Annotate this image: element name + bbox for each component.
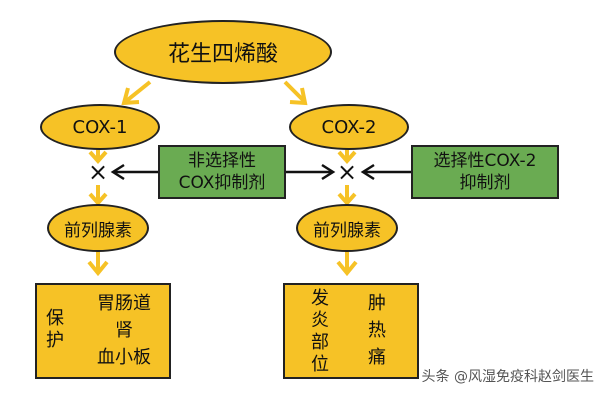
inflammation-label-char-1: 发	[311, 288, 329, 309]
inflammation-item-swelling: 肿	[368, 293, 386, 314]
nonselective-inhibitor-line-2: COX抑制剂	[178, 173, 266, 193]
inflammation-label-char-2: 炎	[311, 310, 329, 331]
inflammation-label-char-4: 位	[311, 354, 329, 375]
node-cox2: COX-2	[289, 104, 409, 150]
box-protection	[35, 283, 171, 379]
selective-inhibitor-line-2: 抑制剂	[459, 173, 511, 193]
inflammation-label-char-3: 部	[311, 332, 329, 353]
block-mark-left: ×	[87, 158, 109, 186]
inflammation-label: 发 炎 部 位	[309, 288, 331, 376]
protection-label-char-1: 保	[46, 308, 64, 329]
prostaglandin-left-label: 前列腺素	[64, 220, 132, 241]
protection-label: 保 护	[44, 308, 66, 352]
node-arachidonic-acid-label: 花生四烯酸	[167, 42, 278, 67]
prostaglandin-right-label: 前列腺素	[313, 220, 381, 241]
inflammation-item-pain: 痛	[368, 347, 386, 368]
node-prostaglandin-right: 前列腺素	[296, 204, 398, 252]
protection-item-gi: 胃肠道	[97, 293, 151, 314]
protection-item-platelet: 血小板	[97, 347, 151, 368]
node-cox2-label: COX-2	[321, 116, 377, 138]
node-cox1: COX-1	[40, 104, 160, 150]
protection-items: 胃肠道 肾 血小板	[86, 290, 162, 371]
node-nonselective-inhibitor: 非选择性 COX抑制剂	[158, 145, 286, 199]
protection-item-kidney: 肾	[115, 320, 133, 341]
box-inflammation-site	[283, 283, 419, 379]
watermark: 头条 @风湿免疫科赵剑医生	[421, 369, 594, 385]
inflammation-item-heat: 热	[368, 320, 386, 341]
inflammation-items: 肿 热 痛	[362, 290, 392, 371]
node-cox1-label: COX-1	[72, 116, 128, 138]
arrow-top-to-cox1	[123, 80, 152, 104]
node-prostaglandin-left: 前列腺素	[47, 204, 149, 252]
arrow-top-to-cox2	[283, 80, 307, 104]
node-arachidonic-acid: 花生四烯酸	[114, 20, 332, 84]
node-selective-inhibitor: 选择性COX-2 抑制剂	[411, 145, 559, 199]
protection-label-char-2: 护	[46, 330, 64, 351]
block-mark-right: ×	[336, 158, 358, 186]
nonselective-inhibitor-line-1: 非选择性	[188, 151, 256, 171]
selective-inhibitor-line-1: 选择性COX-2	[433, 151, 537, 171]
